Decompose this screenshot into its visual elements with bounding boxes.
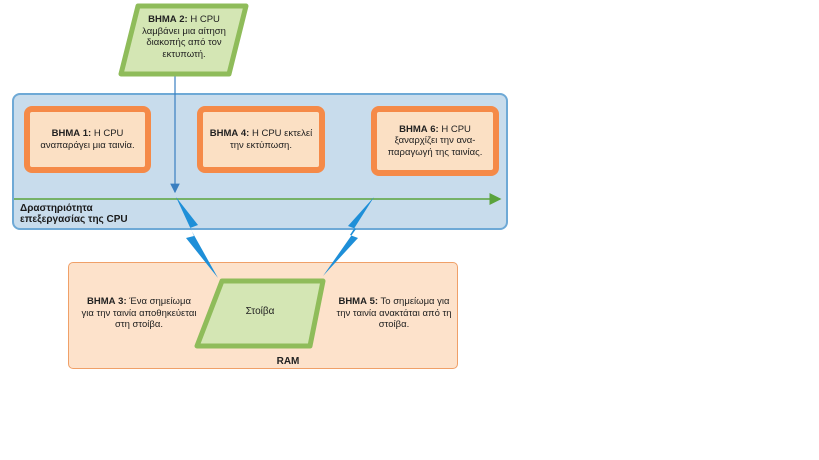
step2-text: ΒΗΜΑ 2: Η CPU λαμβάνει μια αίτηση διακοπ…	[134, 14, 234, 60]
stack-label: Στοίβα	[245, 306, 275, 317]
step1-description: Η CPU αναπαράγει μια ταινία.	[40, 128, 135, 151]
step4-box: ΒΗΜΑ 4: Η CPU εκτελεί την εκτύπωση.	[197, 106, 325, 173]
lightning-bolt-icon	[176, 197, 218, 278]
step5-text: ΒΗΜΑ 5: Το σημείωμα για την ταινία ανακτ…	[336, 296, 452, 331]
ram-label: RAM	[276, 356, 300, 367]
lightning-bolt-icon	[323, 197, 374, 276]
step3-description: Ένα σημείωμα για την ταινία αποθηκεύεται…	[81, 296, 197, 330]
step4-label: ΒΗΜΑ 4:	[209, 128, 250, 139]
step2-parallelogram	[118, 3, 249, 77]
cpu-activity-label: Δραστηριότητα επεξεργασίας της CPU	[20, 203, 128, 225]
step1-box: ΒΗΜΑ 1: Η CPU αναπαράγει μια ταινία.	[24, 106, 151, 173]
step2-label: ΒΗΜΑ 2:	[148, 14, 188, 25]
step3-label: ΒΗΜΑ 3:	[87, 296, 127, 307]
step6-description: Η CPU ξαναρχίζει την ανα-παραγωγή της τα…	[387, 123, 483, 158]
step6-box: ΒΗΜΑ 6: Η CPU ξαναρχίζει την ανα-παραγωγ…	[371, 106, 499, 176]
step5-label: ΒΗΜΑ 5:	[338, 296, 379, 307]
stack-parallelogram	[194, 278, 326, 349]
step6-label: ΒΗΜΑ 6:	[399, 123, 439, 135]
step3-text: ΒΗΜΑ 3: Ένα σημείωμα για την ταινία αποθ…	[80, 296, 198, 331]
step2-description: Η CPU λαμβάνει μια αίτηση διακοπής από τ…	[142, 14, 226, 60]
step5-description: Το σημείωμα για την ταινία ανακτάται από…	[336, 296, 452, 330]
step4-description: Η CPU εκτελεί την εκτύπωση.	[230, 128, 313, 151]
step1-label: ΒΗΜΑ 1:	[51, 128, 92, 139]
